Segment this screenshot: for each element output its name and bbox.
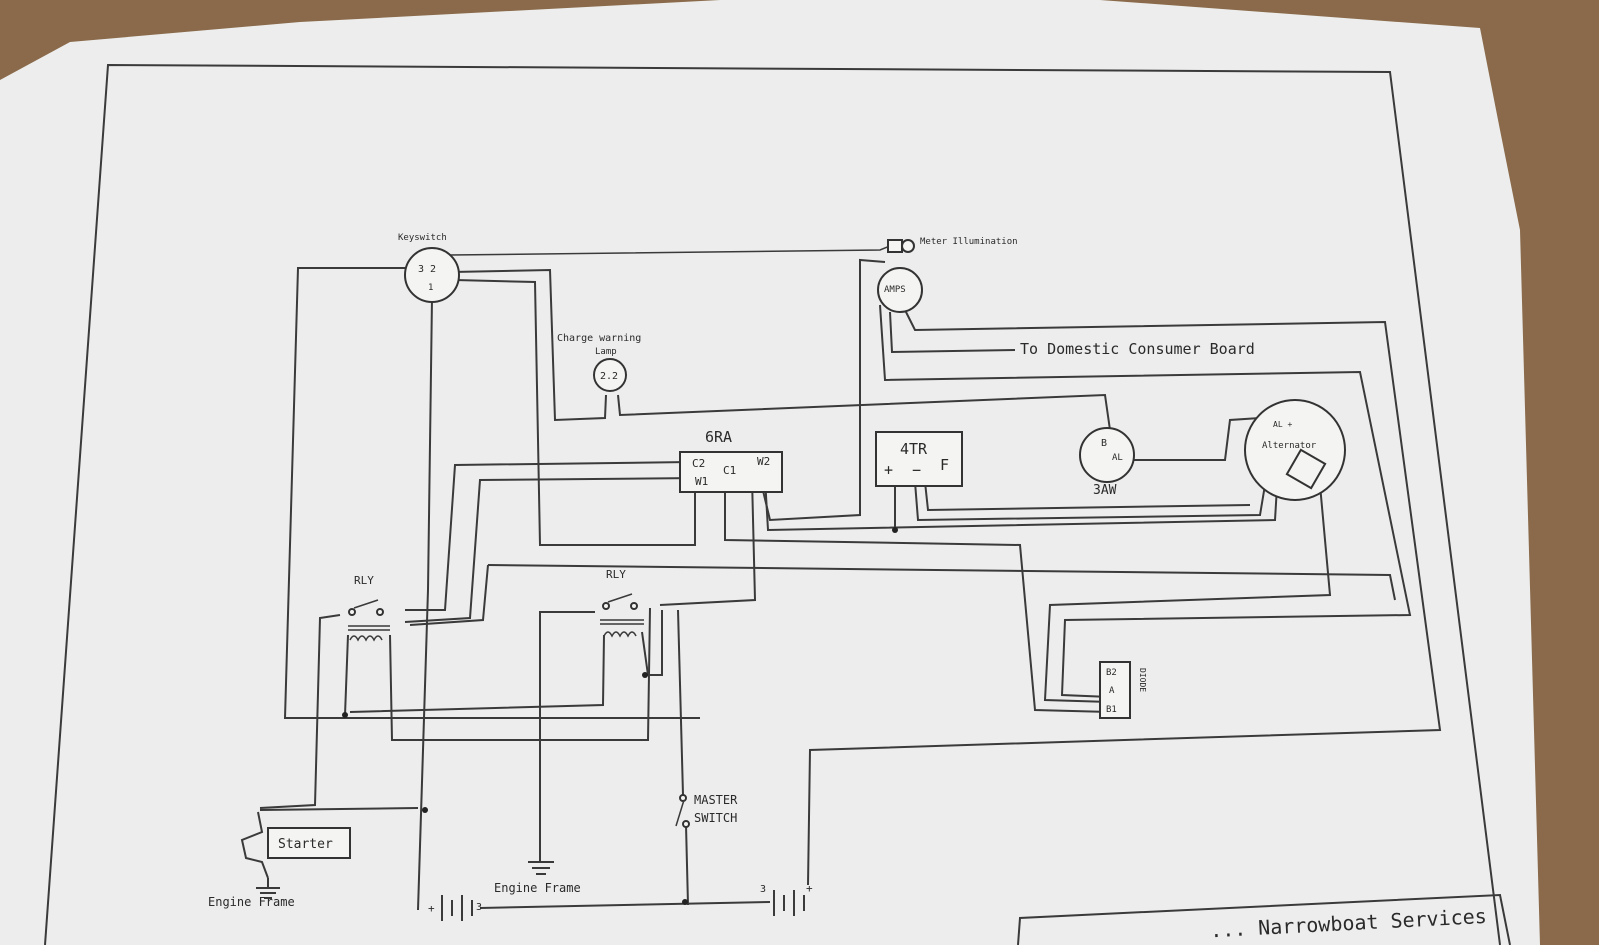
diode-b1: B1 xyxy=(1106,705,1117,715)
battery-right-3: 3 xyxy=(760,884,766,895)
domestic-board-label: To Domestic Consumer Board xyxy=(1020,340,1255,358)
relay-left-label: RLY xyxy=(354,574,374,587)
trans-plus: + xyxy=(884,461,893,479)
unit-3aw-label: 3AW xyxy=(1093,483,1117,498)
regulator-label: 6RA xyxy=(705,428,732,446)
regulator-w1: W1 xyxy=(695,475,708,488)
diode-label: DIODE xyxy=(1138,668,1147,692)
engine-frame-ground: Engine Frame xyxy=(494,861,581,895)
master-switch-label-line2: SWITCH xyxy=(694,811,737,825)
keyswitch: 3 2 1 Keyswitch xyxy=(398,233,460,303)
ammeter: AMPS xyxy=(877,267,923,313)
battery-left: + 3 xyxy=(428,895,482,921)
meter-illumination-label: Meter Illumination xyxy=(920,237,1018,247)
battery-left-3: 3 xyxy=(476,902,482,913)
relay-left: RLY xyxy=(348,574,390,642)
regulator-w2: W2 xyxy=(757,455,770,468)
regulator-c2: C2 xyxy=(692,457,705,470)
drawing-border xyxy=(44,63,1501,945)
alternator-top: AL + xyxy=(1273,420,1292,429)
transistor-4tr: 4TR + − F xyxy=(875,431,963,487)
diode-a: A xyxy=(1109,686,1115,696)
master-switch-label: MASTER xyxy=(694,793,738,807)
charge-warning-lamp: 2.2 Charge warning Lamp xyxy=(557,333,641,392)
unit-3aw-b: B xyxy=(1101,438,1107,449)
unit-3aw-al: AL xyxy=(1112,453,1123,463)
trans-minus: − xyxy=(912,461,921,479)
battery-right: 3 + xyxy=(760,882,813,916)
keyswitch-pin-1: 1 xyxy=(428,283,433,293)
engine-frame-mid-label: Engine Frame xyxy=(494,881,581,895)
keyswitch-label: Keyswitch xyxy=(398,233,447,243)
charge-warning-label: Charge warning xyxy=(557,333,641,344)
starter-motor: Starter Engine Frame xyxy=(208,811,351,909)
meter-illumination: Meter Illumination xyxy=(887,237,1018,253)
keyswitch-pins: 3 2 xyxy=(418,264,436,275)
charge-warning-label-line2: Lamp xyxy=(595,347,617,357)
battery-right-plus: + xyxy=(806,882,813,895)
regulator-c1: C1 xyxy=(723,464,736,477)
diode-b2: B2 xyxy=(1106,668,1117,678)
regulator-6ra: 6RA C2 C1 W1 W2 xyxy=(679,428,783,493)
master-switch: MASTER SWITCH xyxy=(675,793,738,828)
relay-right: RLY xyxy=(600,568,644,638)
starter-label: Starter xyxy=(278,837,333,852)
trans-f: F xyxy=(940,456,949,474)
battery-left-plus: + xyxy=(428,902,435,915)
relay-right-label: RLY xyxy=(606,568,626,581)
ammeter-label: AMPS xyxy=(884,285,906,295)
wires xyxy=(259,245,1442,911)
junction-dots xyxy=(342,527,898,905)
engine-frame-left-label: Engine Frame xyxy=(208,895,295,909)
trans-label: 4TR xyxy=(900,440,928,458)
unit-3aw: B AL 3AW xyxy=(1079,427,1135,498)
alternator-label: Alternator xyxy=(1262,441,1317,451)
alternator: AL + Alternator xyxy=(1244,399,1346,501)
diode-block: B2 A B1 DIODE xyxy=(1099,661,1147,719)
lamp-rating: 2.2 xyxy=(600,371,618,382)
